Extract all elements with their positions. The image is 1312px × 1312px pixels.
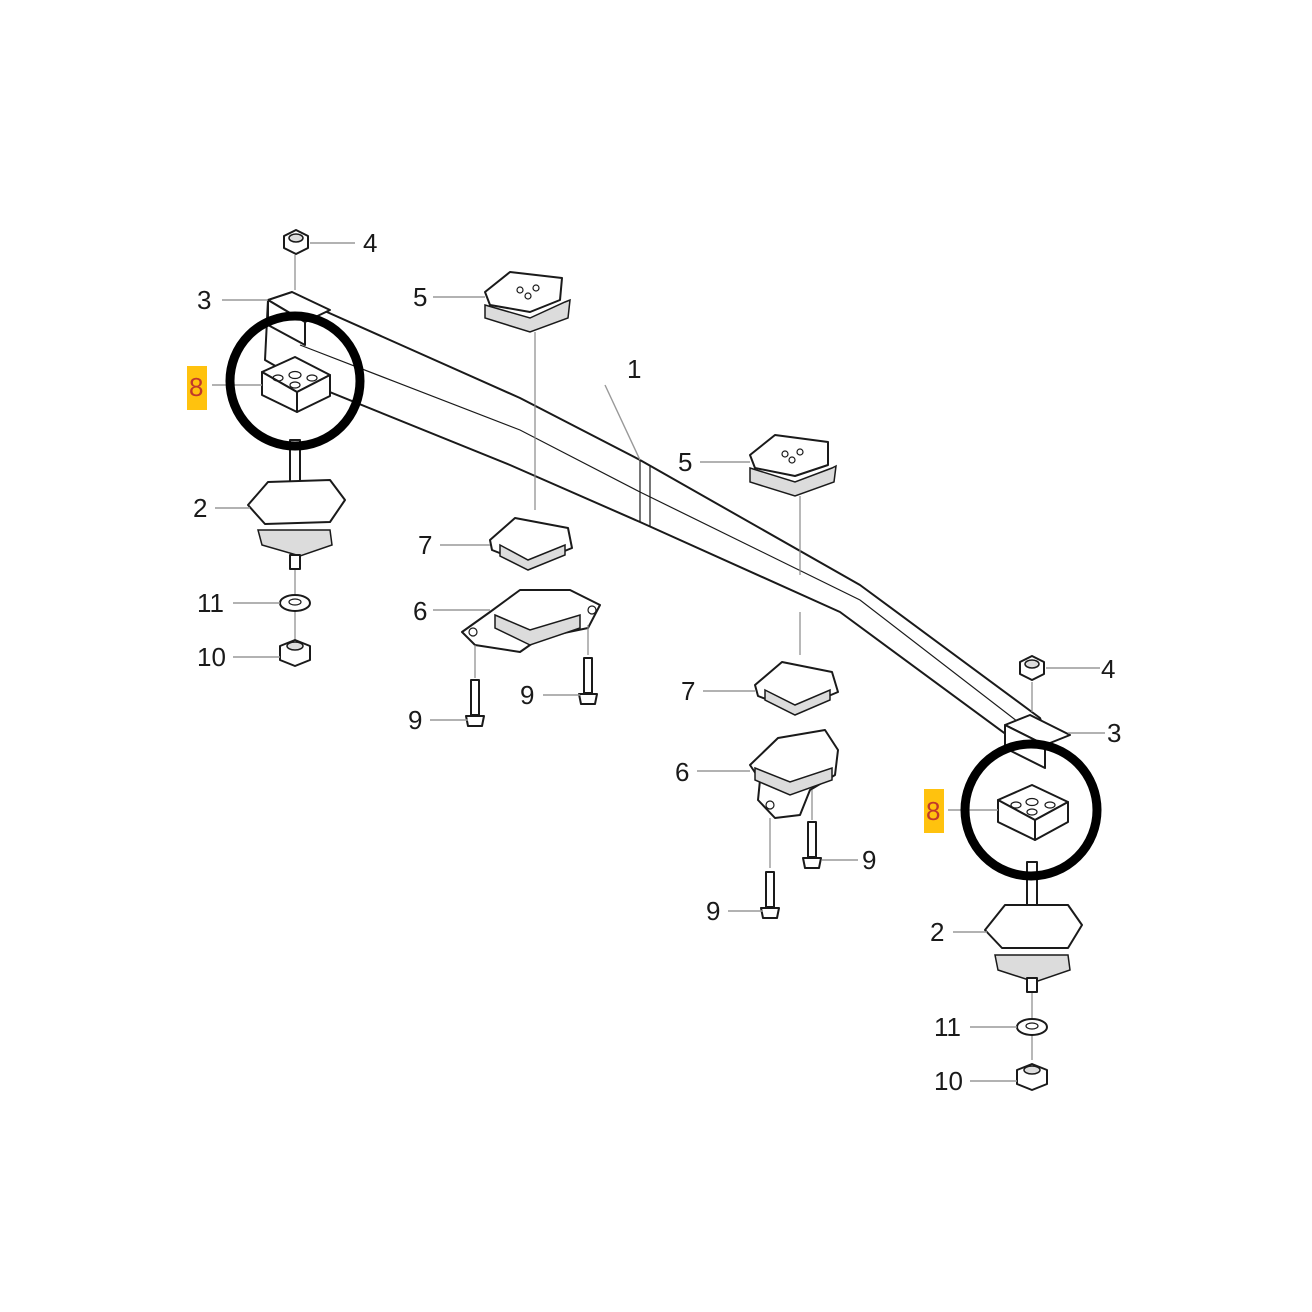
left-upper-pad [484,271,571,333]
callout-right-nut-top: 4 [1101,654,1115,684]
callout-left-nut-top: 4 [363,228,377,258]
left-bottom-nut-icon [279,639,311,667]
right-bracket [749,729,839,819]
right-upper-pad [749,434,837,497]
right-bolt-a-icon [802,821,822,869]
callout-right-bolt-b: 9 [706,896,720,926]
callout-right-bolt-a: 9 [862,845,876,875]
left-bolt-a-icon [465,679,485,727]
right-clamp-plate [1004,714,1071,769]
callout-left-spacer: 8 [189,372,203,402]
left-spacer-highlight-ring [225,311,365,451]
callout-right-bracket: 6 [675,757,689,787]
left-spacer-label-highlight [187,366,207,410]
left-rubber-mount [247,439,346,570]
right-spacer-label-highlight [924,789,944,833]
callout-right-mount: 2 [930,917,944,947]
callout-left-bolt-a: 9 [408,705,422,735]
right-spacer-block [997,784,1069,841]
callout-left-bracket: 6 [413,596,427,626]
left-bolt-b-icon [578,657,598,705]
right-spacer-highlight-ring [960,739,1102,881]
callout-left-clamp-plate: 3 [197,285,211,315]
callout-left-pad-lower: 7 [418,530,432,560]
callout-right-pad-lower: 7 [681,676,695,706]
leader-lines [212,242,1105,1082]
callout-right-nut-bottom: 10 [934,1066,963,1096]
left-spacer-block [261,356,331,413]
left-bracket [461,589,601,653]
right-washer-icon [1016,1018,1048,1036]
left-washer-icon [279,594,311,612]
right-bottom-nut-icon [1016,1063,1048,1091]
callout-left-washer: 11 [197,588,224,618]
callout-left-nut-bottom: 10 [197,642,226,672]
callout-leaf-spring: 1 [627,354,641,384]
leaf-spring [264,299,1049,753]
callout-right-clamp-plate: 3 [1107,718,1121,748]
callout-labels: 1 4 3 8 2 11 10 5 7 6 9 9 5 7 6 9 9 4 3 … [189,228,1121,1096]
right-lower-pad [754,661,839,716]
callout-left-bolt-b: 9 [520,680,534,710]
callout-right-washer: 11 [934,1012,961,1042]
left-top-nut-icon [283,229,309,255]
right-rubber-mount [984,861,1083,993]
callout-right-pad-upper: 5 [678,447,692,477]
callout-left-mount: 2 [193,493,207,523]
left-lower-pad [489,517,573,571]
callout-left-pad-upper: 5 [413,282,427,312]
callout-right-spacer: 8 [926,796,940,826]
right-top-nut-icon [1019,655,1045,681]
right-bolt-b-icon [760,871,780,919]
